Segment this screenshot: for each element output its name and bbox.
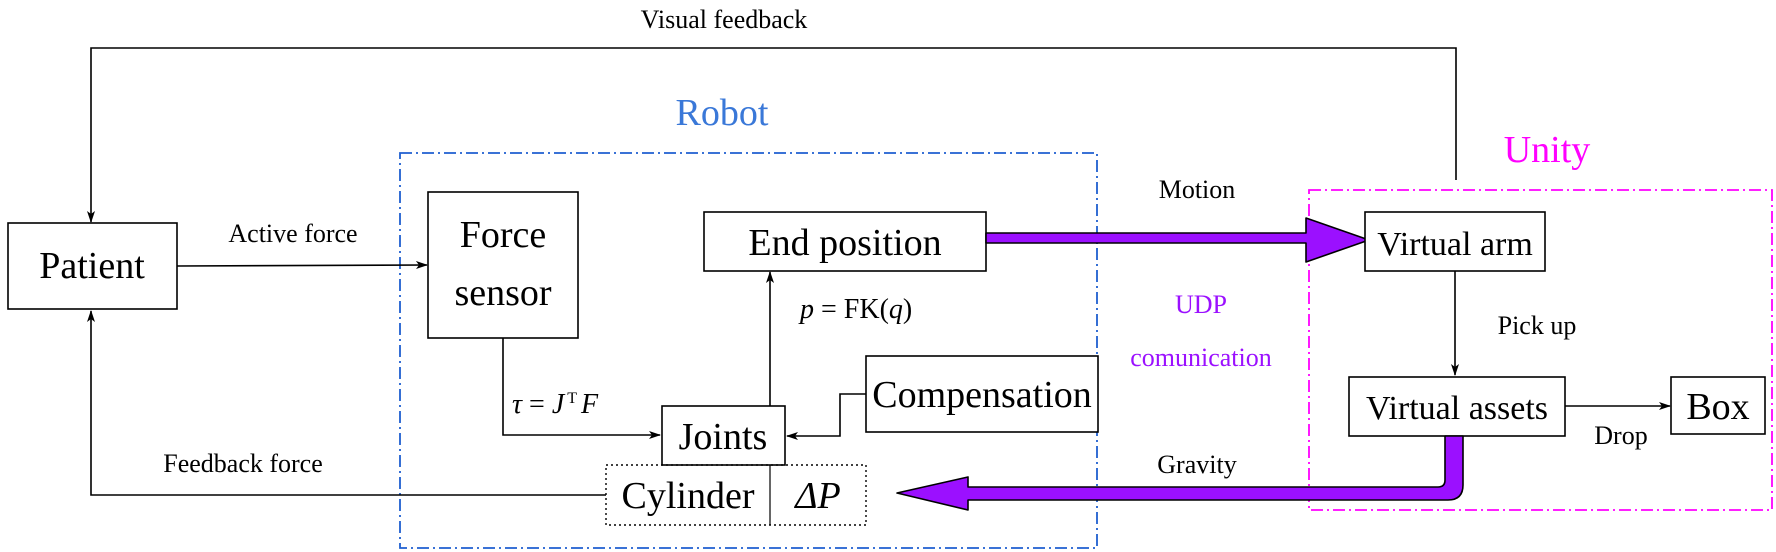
fk-text: = FK( xyxy=(814,294,889,325)
drop-label: Drop xyxy=(1594,421,1647,450)
joints-label: Joints xyxy=(679,416,768,458)
end-position-node xyxy=(703,211,987,272)
robot-group-frame xyxy=(399,152,1098,549)
gravity-arrow xyxy=(896,435,1464,511)
torque-edge xyxy=(502,338,661,439)
active-force-edge xyxy=(176,261,428,270)
force-symbol: F xyxy=(580,389,599,420)
tau-symbol: τ xyxy=(512,389,523,420)
compensation-label: Compensation xyxy=(872,374,1092,416)
motion-label: Motion xyxy=(1159,175,1236,204)
transpose-symbol: T xyxy=(567,390,577,407)
end-position-label: End position xyxy=(748,222,941,264)
patient-label: Patient xyxy=(39,245,145,287)
feedback-force-edge xyxy=(87,310,606,496)
box-node xyxy=(1670,376,1766,435)
visual-feedback-edge xyxy=(87,47,1457,223)
udp-label-line2: comunication xyxy=(1130,343,1272,372)
udp-label-line1: UDP xyxy=(1175,290,1227,319)
force-sensor-label-line1: Force xyxy=(460,214,547,256)
compensation-node xyxy=(865,355,1099,433)
unity-group-frame xyxy=(1308,189,1773,511)
q-symbol: q xyxy=(889,294,903,325)
jacobian-symbol: J xyxy=(552,389,566,420)
box-label: Box xyxy=(1686,386,1749,428)
visual-feedback-label: Visual feedback xyxy=(641,5,808,34)
robot-group-title: Robot xyxy=(676,92,769,134)
feedback-force-label: Feedback force xyxy=(163,449,323,478)
motion-arrow xyxy=(985,217,1370,263)
compensation-edge xyxy=(786,393,866,440)
delta-p-label: ΔP xyxy=(793,475,841,517)
unity-group-title: Unity xyxy=(1504,129,1591,171)
fk-equation: p = FK(q) xyxy=(798,294,912,325)
gravity-label: Gravity xyxy=(1157,450,1236,479)
fk-close: ) xyxy=(903,294,912,325)
virtual-arm-node xyxy=(1364,211,1546,272)
cylinder-label: Cylinder xyxy=(622,475,755,517)
p-symbol: p xyxy=(798,294,814,325)
equals-symbol: = xyxy=(522,389,552,420)
force-sensor-label-line2: sensor xyxy=(454,272,551,314)
active-force-label: Active force xyxy=(228,219,357,248)
pick-up-label: Pick up xyxy=(1498,311,1577,340)
virtual-assets-node xyxy=(1348,376,1566,437)
joints-node xyxy=(661,405,786,466)
virtual-arm-label: Virtual arm xyxy=(1377,226,1533,263)
virtual-assets-label: Virtual assets xyxy=(1366,390,1548,427)
